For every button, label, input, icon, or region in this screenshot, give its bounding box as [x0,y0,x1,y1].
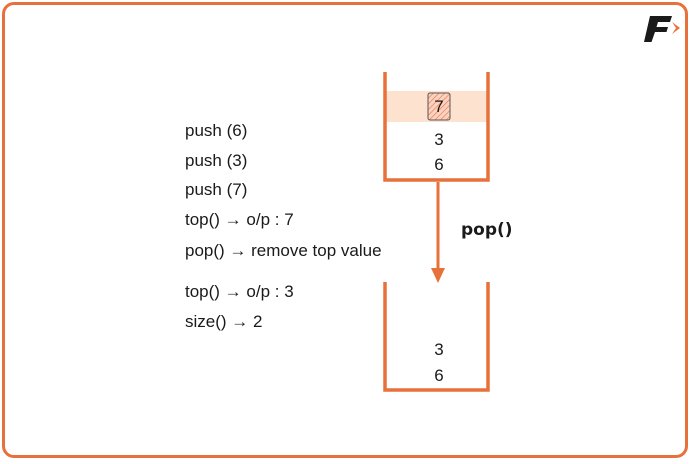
stack-before-container [383,72,490,182]
operation-line: push (3) [185,151,248,170]
pop-arrow-head [431,268,445,283]
diagram-frame [2,2,688,458]
top-value-box [427,92,451,121]
stack-after-container [383,282,490,392]
brand-logo-icon [644,16,680,42]
operation-line: size() → 2 [185,312,263,331]
operation-line: top() → o/p : 7 [185,210,294,229]
operation-line: push (6) [185,121,248,140]
operation-line: pop() → remove top value [185,241,382,260]
operation-line: push (7) [185,180,248,199]
operation-line: top() → o/p : 3 [185,282,294,301]
stack-after-value: 6 [434,366,444,385]
stack-before-value: 3 [434,130,444,149]
stack-after-value: 3 [434,340,444,359]
pop-transition-label: pop() [461,220,513,240]
stack-before-value: 6 [434,155,444,174]
stack-before-top-value: 7 [434,97,444,116]
